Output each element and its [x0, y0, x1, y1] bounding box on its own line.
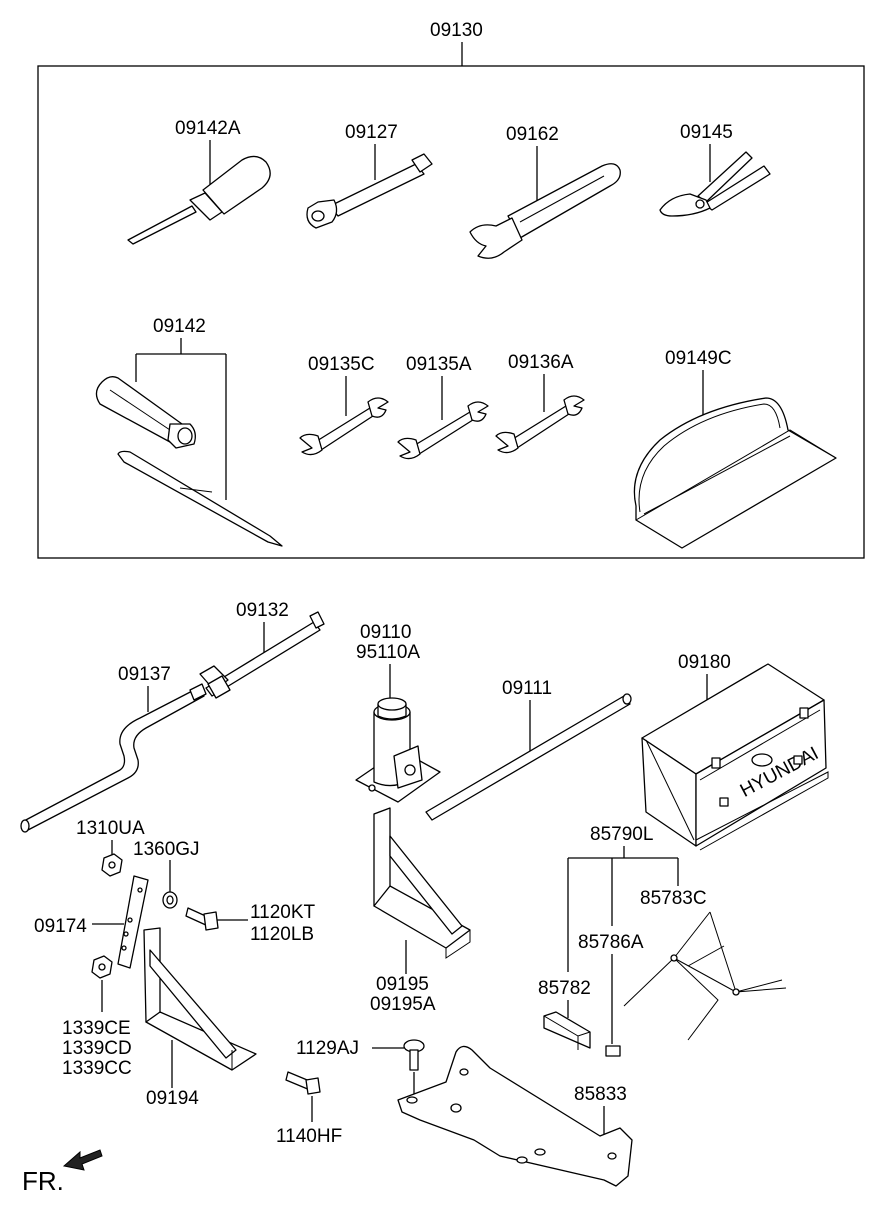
label-09110: 09110: [360, 622, 411, 643]
label-09180: 09180: [678, 652, 731, 673]
extension-bar-09127: 09127: [306, 122, 433, 229]
label-09137: 09137: [118, 664, 171, 685]
front-indicator: FR.: [22, 1149, 103, 1196]
pliers-09145: 09145: [659, 122, 771, 217]
label-09136a: 09136A: [508, 352, 574, 373]
label-1129aj: 1129AJ: [296, 1038, 359, 1059]
nut-1310ua: 1310UA: [76, 818, 145, 877]
label-95110a: 95110A: [356, 642, 420, 663]
label-fr: FR.: [22, 1166, 64, 1196]
label-1339cd: 1339CD: [62, 1038, 132, 1059]
label-09149c: 09149C: [665, 348, 732, 369]
bolt-1140hf: 1140HF: [276, 1071, 342, 1147]
label-1339ce: 1339CE: [62, 1018, 131, 1039]
bracket-09174: 09174: [34, 875, 149, 969]
kit-box: [37, 65, 865, 559]
label-1120lb: 1120LB: [250, 924, 314, 945]
label-09174: 09174: [34, 916, 87, 937]
screwdriver-09142: 09142: [95, 316, 283, 547]
warning-triangle-kit-85790l: 85790L 85783C 85786A 85782: [538, 824, 787, 1057]
wrench-09135a: 09135A: [397, 354, 489, 460]
screw-1129aj: 1129AJ: [296, 1038, 425, 1094]
label-09135a: 09135A: [406, 354, 472, 375]
label-1360gj: 1360GJ: [133, 839, 200, 860]
jack-rod-09111: 09111: [425, 678, 632, 821]
label-09194: 09194: [146, 1088, 199, 1109]
washer-1360gj: 1360GJ: [133, 839, 200, 909]
label-85786a: 85786A: [578, 932, 644, 953]
label-85790l: 85790L: [590, 824, 653, 845]
label-1120kt: 1120KT: [250, 902, 316, 923]
label-85833: 85833: [574, 1084, 627, 1105]
screwdriver-09142a: 09142A: [127, 118, 271, 245]
nut-1339ce: 1339CE 1339CD 1339CC: [62, 955, 132, 1079]
label-1339cc: 1339CC: [62, 1058, 132, 1079]
label-09195a: 09195A: [370, 994, 436, 1015]
wrench-09135c: 09135C: [299, 354, 389, 456]
tool-bag-09149c: 09149C: [633, 348, 837, 549]
bracket-09194: 09194: [143, 927, 257, 1109]
plate-85833: 85833: [397, 1045, 633, 1187]
tool-kit-group: 09130: [37, 20, 865, 559]
label-09127: 09127: [345, 122, 398, 143]
label-09195: 09195: [376, 974, 429, 995]
label-1310ua: 1310UA: [76, 818, 145, 839]
label-09162: 09162: [506, 124, 559, 145]
adjustable-wrench-09162: 09162: [469, 124, 621, 259]
label-09145: 09145: [680, 122, 733, 143]
bracket-09195: 09195 09195A: [370, 807, 471, 1015]
case-09180: 09180 HYUNDAI: [641, 652, 829, 851]
jack-09110: 09110 95110A: [355, 622, 441, 803]
label-09111: 09111: [502, 678, 552, 699]
label-09142a: 09142A: [175, 118, 241, 139]
label-85783c: 85783C: [640, 888, 707, 909]
label-1140hf: 1140HF: [276, 1126, 342, 1147]
jack-handle-09137: 09137: [20, 664, 207, 833]
label-09142: 09142: [153, 316, 206, 337]
label-09132: 09132: [236, 600, 289, 621]
jack-handle-extension-09132: 09132: [199, 600, 325, 699]
label-85782: 85782: [538, 978, 591, 999]
label-09130: 09130: [430, 20, 483, 41]
bolt-1120kt: 1120KT 1120LB: [185, 902, 316, 945]
wrench-09136a: 09136A: [495, 352, 585, 454]
front-arrow-icon: [62, 1149, 103, 1171]
label-09135c: 09135C: [308, 354, 375, 375]
